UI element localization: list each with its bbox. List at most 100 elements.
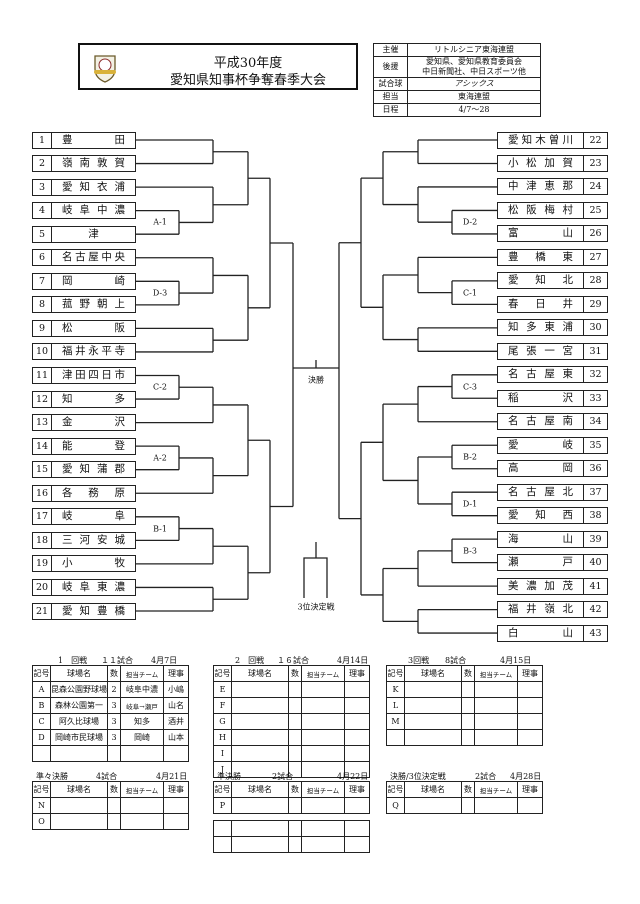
table-cell: G — [213, 713, 232, 730]
table-cell: F — [213, 697, 232, 714]
table-cell — [301, 797, 345, 814]
table-cell — [288, 729, 302, 746]
team-number: 35 — [583, 437, 607, 453]
column-header: 球場名 — [231, 665, 289, 682]
team-name: 岐阜 — [62, 510, 125, 523]
table-cell: 森林公園第一 — [50, 697, 108, 714]
column-header: 理事 — [517, 665, 543, 682]
column-header: 記号 — [386, 665, 405, 682]
table-cell — [301, 729, 345, 746]
team-number: 30 — [583, 320, 607, 336]
table-cell — [344, 713, 370, 730]
table-cell — [474, 681, 518, 698]
table-cell: O — [32, 813, 51, 830]
column-header: 担当チーム — [120, 665, 164, 682]
team-name: 中津恵那 — [508, 180, 573, 193]
team-name: 菰野朝上 — [62, 298, 125, 311]
column-header: 記号 — [386, 781, 405, 798]
team-name: 能登 — [62, 439, 125, 452]
schedule-round: 3回戦 — [408, 656, 430, 665]
title-name: 愛知県知事杯争奪春季大会 — [169, 73, 326, 88]
column-header: 数 — [288, 665, 302, 682]
table-cell: L — [386, 697, 405, 714]
team-name: 豊橋東 — [508, 250, 573, 263]
column-header: 数 — [107, 781, 121, 798]
table-cell: 岐阜→瀬戸 — [120, 697, 164, 714]
team-number: 22 — [583, 132, 607, 148]
team-number: 6 — [33, 250, 52, 266]
table-cell — [404, 681, 462, 698]
bracket-game-label: C-1 — [463, 288, 477, 298]
table-row: M — [386, 713, 543, 730]
table-cell — [107, 813, 121, 830]
bracket-line — [417, 327, 497, 352]
bracket-line — [293, 360, 339, 369]
table-cell: C — [32, 713, 51, 730]
column-header: 担当チーム — [301, 781, 345, 798]
table-cell — [404, 729, 462, 746]
table-row: K — [386, 681, 543, 698]
team-name: 海山 — [508, 532, 573, 545]
table-cell: 阿久比球場 — [50, 713, 108, 730]
team-name: 松阪梅村 — [508, 203, 573, 216]
table-cell — [107, 745, 121, 762]
table-row — [386, 729, 543, 746]
column-header: 理事 — [517, 781, 543, 798]
team-name: 岡崎 — [62, 274, 125, 287]
table-cell — [50, 797, 108, 814]
table-cell — [461, 729, 475, 746]
bracket-game-label: B-1 — [153, 524, 167, 534]
bracket-line — [136, 586, 214, 612]
bracket-line — [417, 550, 497, 587]
column-header: 球場名 — [404, 665, 462, 682]
info-value-line: 愛知県、愛知県教育委員会 — [426, 57, 522, 66]
schedule-round: 2 回戦 — [235, 656, 265, 665]
table-header-row: 記号球場名数担当チーム理事 — [32, 665, 189, 682]
team-number: 31 — [583, 343, 607, 359]
bracket-line — [417, 256, 497, 294]
bracket-game-label: A-1 — [153, 217, 167, 227]
team-number: 25 — [583, 202, 607, 218]
team-number: 21 — [33, 603, 52, 619]
table-cell — [461, 713, 475, 730]
bracket-line — [270, 242, 294, 508]
table-header-row: 記号球場名数担当チーム理事 — [32, 781, 189, 798]
team-name: 愛知北 — [508, 274, 573, 287]
team-name: 春日井 — [508, 297, 573, 310]
column-header: 球場名 — [50, 781, 108, 798]
column-header: 記号 — [32, 781, 51, 798]
team-name: 小松加賀 — [508, 156, 573, 169]
bracket-line — [213, 151, 249, 206]
column-header: 理事 — [344, 665, 370, 682]
team-number: 15 — [33, 462, 52, 478]
schedule-round: 準決勝 — [217, 772, 241, 781]
team-number: 5 — [33, 226, 52, 242]
team-number: 17 — [33, 509, 52, 525]
team-name: 名古屋東 — [508, 368, 573, 381]
bracket-line — [213, 545, 249, 600]
bracket-line — [382, 151, 418, 206]
table-cell — [231, 836, 289, 853]
schedule-games: 8試合 — [445, 656, 467, 665]
table-row: J — [213, 761, 370, 778]
column-header: 理事 — [163, 781, 189, 798]
table-cell — [107, 797, 121, 814]
team-name: 小牧 — [62, 557, 125, 570]
schedule-date: 4月7日 — [151, 656, 178, 665]
team-name: 高岡 — [508, 462, 573, 475]
table-cell — [344, 820, 370, 837]
